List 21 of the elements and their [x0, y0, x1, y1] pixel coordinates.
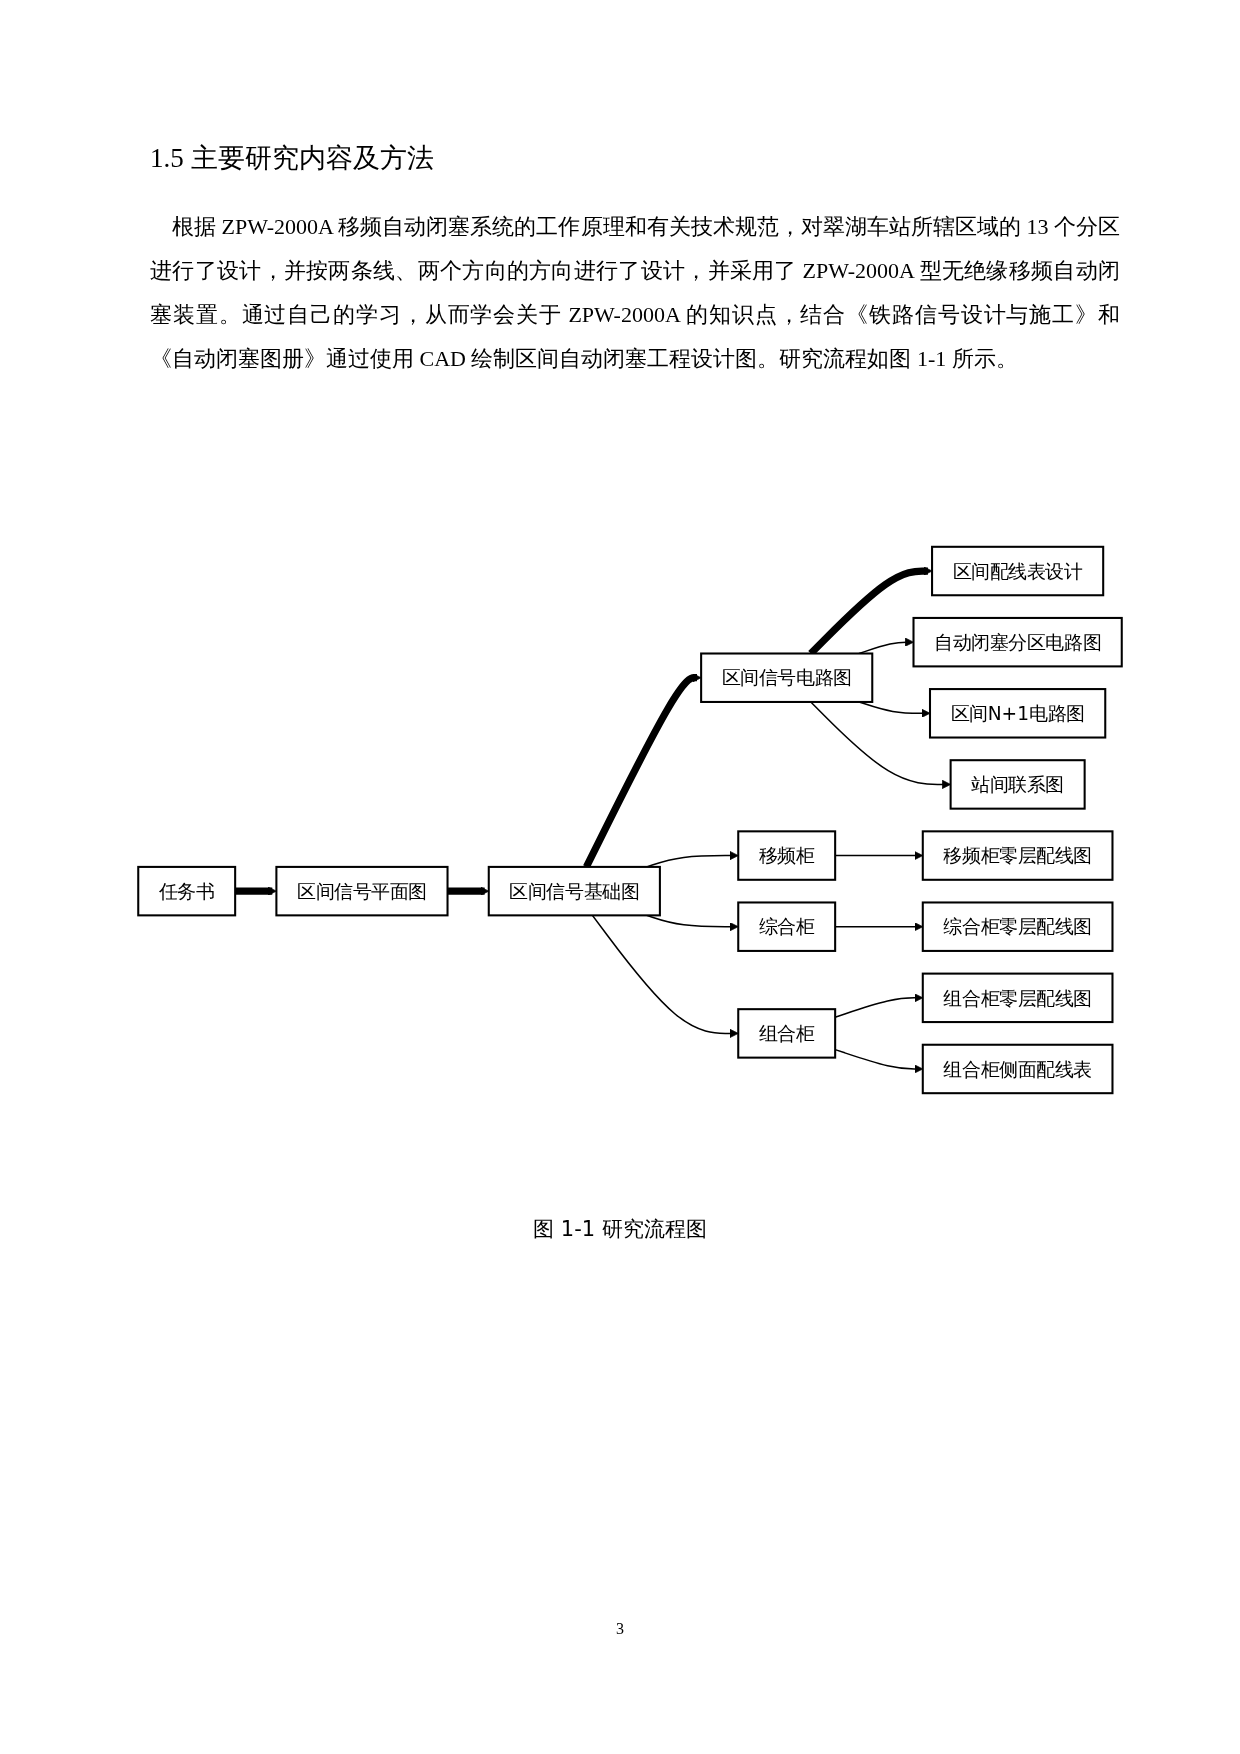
- page-number: 3: [616, 1620, 624, 1637]
- node-box: 移频柜: [737, 830, 837, 881]
- node-box: 组合柜侧面配线表: [921, 1043, 1114, 1095]
- node-box: 站间联系图: [949, 759, 1086, 810]
- node-box: 自动闭塞分区电路图: [912, 616, 1123, 668]
- node-box: 综合柜: [737, 901, 837, 952]
- node-box: 区间信号基础图: [487, 865, 661, 917]
- arrow: [447, 886, 490, 896]
- node-box: 移频柜零层配线图: [921, 830, 1114, 881]
- body-paragraph: 根据 ZPW-2000A 移频自动闭塞系统的工作原理和有关技术规范，对翠湖车站所辖区域的 13 个分区进行了设计，并按两条线、两个方向的方向进行了设计，并采用了 ZPW-2000A 型无绝缘移频自动闭塞装置。通过自己的学习，从而学会关于 ZPW-2000A 的知识点，结合《铁路信号设计与施工》和《自动闭塞图册》通过使用 CAD 绘制区间自动闭塞工程设计图。研究流程如图 1-1 所示。: [150, 213, 1120, 373]
- node-box: 区间配线表设计: [931, 545, 1105, 597]
- section-heading: 1.5 主要研究内容及方法: [150, 142, 434, 175]
- figure-caption: 图 1-1 研究流程图: [533, 1216, 707, 1243]
- node-box: 综合柜零层配线图: [921, 901, 1114, 952]
- node-box: 区间信号电路图: [700, 652, 874, 703]
- node-box: 区间N+1电路图: [928, 688, 1107, 739]
- node-box: 区间信号平面图: [275, 865, 449, 917]
- node-box: 任务书: [137, 865, 237, 917]
- node-box: 组合柜零层配线图: [921, 972, 1114, 1024]
- node-box: 组合柜: [737, 1008, 837, 1059]
- arrow: [235, 886, 277, 896]
